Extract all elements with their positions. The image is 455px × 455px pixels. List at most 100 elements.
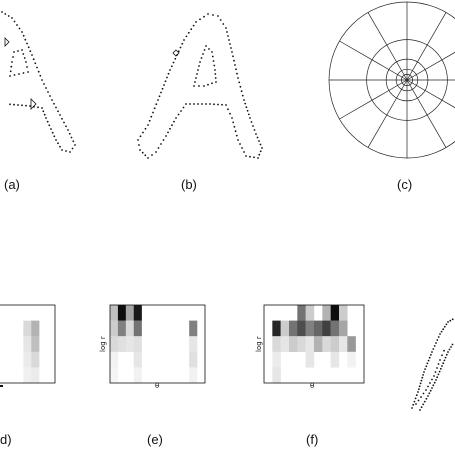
outline-dot [213,64,216,67]
log-polar-sector-line [339,79,408,120]
outline-dot [46,120,49,123]
matched-link [431,378,433,381]
outline-dot [199,18,201,21]
outline-dot [227,108,229,111]
outline-dot [212,60,215,62]
outline-dot [160,91,162,94]
histogram-bin [322,320,331,337]
matched-link [439,359,441,361]
matched-dot [433,381,436,384]
panel-a-letter-outline [1,11,76,153]
outline-dot [21,31,23,33]
outline-dot [17,104,19,106]
outline-dot [245,106,248,109]
outline-dot [182,106,185,109]
matched-dot [419,409,421,411]
outline-dot [170,65,173,68]
outline-dot [226,31,228,33]
matched-dot [451,318,454,321]
matched-dot [433,345,436,347]
matched-dot [427,395,429,397]
panel-f-y-label: log r [255,336,263,352]
outline-dot [244,102,247,105]
outline-dot [199,61,201,63]
outline-dot [214,69,216,71]
outline-dot [261,147,263,149]
outline-dot [245,155,247,157]
outline-dot [37,70,40,73]
outline-dot [153,107,156,110]
outline-dot [12,56,14,58]
outline-dot [144,154,147,157]
outline-dot [10,65,13,68]
histogram-frame [0,304,56,384]
outline-dot [177,113,180,116]
outline-dot [207,13,209,15]
outline-dot [241,147,243,149]
outline-dot [239,85,242,88]
outline-dot [252,125,254,127]
log-polar-sector-line [406,51,455,81]
outline-dot [139,149,141,151]
histogram-bin [23,351,32,368]
outline-dot [232,55,234,58]
outline-dot [50,128,52,130]
matched-link [436,367,438,369]
outline-dot [214,77,217,79]
outline-dot [69,151,71,153]
outline-dot [65,150,67,152]
histogram-bin [110,305,119,321]
histogram-bin [189,351,198,368]
outline-dot [147,157,149,159]
matched-dot [432,384,435,387]
outline-dot [174,57,177,60]
outline-dot [31,54,33,56]
matched-dot [411,407,413,409]
histogram-frame [109,304,206,384]
outline-dot [258,153,261,156]
outline-dot [13,74,16,76]
matched-dot [424,368,426,370]
outline-dot [195,21,197,23]
outline-dot [22,72,25,74]
outline-dot [193,85,195,87]
outline-dot [201,103,203,105]
outline-dot [150,115,153,118]
outline-dot [142,131,144,134]
outline-dot [197,69,199,71]
matched-dot [436,339,439,341]
histogram-bin [339,320,348,337]
outline-dot [152,111,154,114]
histogram-bin [347,351,356,368]
log-polar-sector-line [367,12,408,81]
matched-link [427,385,429,388]
outline-dot [59,114,61,116]
histogram-bin [289,320,298,337]
matched-dot [423,400,426,403]
outline-dot [29,50,32,53]
matched-dot [420,406,423,409]
panel-e-x-label: θ [155,382,159,390]
outline-dot [71,147,74,150]
panel-f-histogram [263,304,365,384]
outline-dot [187,31,190,34]
outline-dot [157,99,159,101]
matched-dot [439,367,442,370]
outline-dot [47,91,49,93]
histogram-bin [133,320,142,337]
outline-dot [194,81,196,83]
outline-dot [231,117,233,119]
outline-dot [258,140,260,142]
outline-dot [61,117,63,120]
outline-dot [157,147,160,149]
matched-dot [427,359,430,362]
matched-dot [445,353,448,356]
outline-dot [24,38,27,41]
panel-d-histogram [0,304,56,384]
histogram-bin [125,320,134,337]
outline-dot [25,104,27,107]
matched-dot [423,371,425,373]
outline-dot [65,125,67,128]
outline-dot [17,50,19,52]
